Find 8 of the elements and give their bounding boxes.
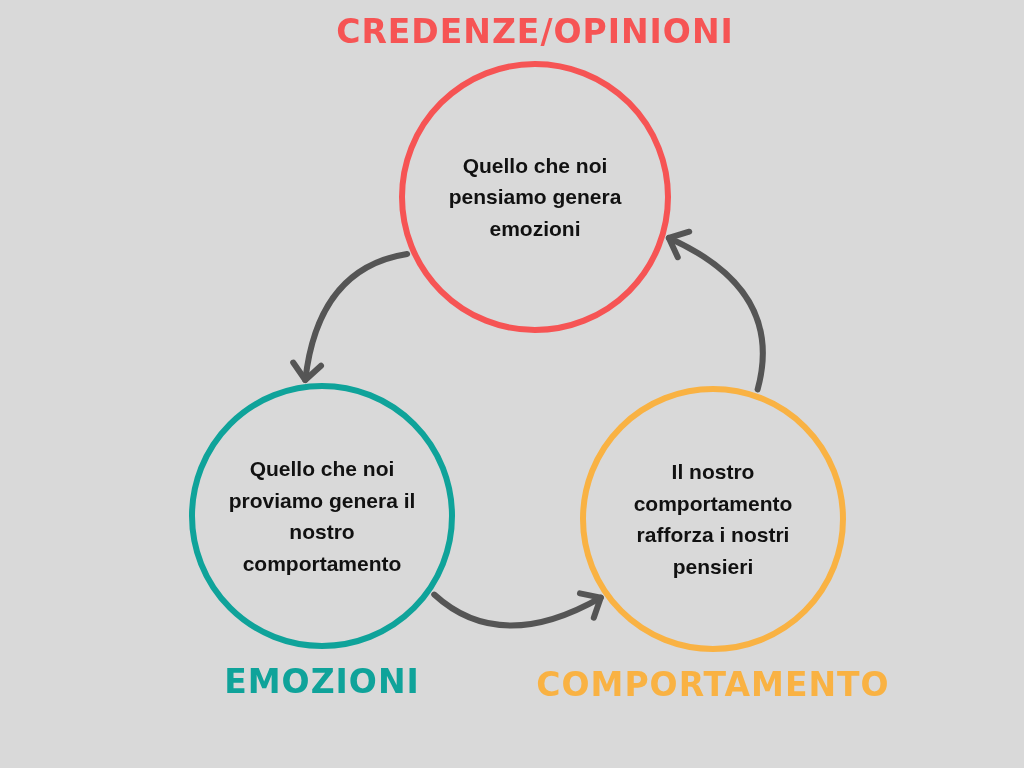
node-text: Quello che noi proviamo genera il nostro comportamento	[227, 456, 417, 577]
node-heading: COMPORTAMENTO	[535, 664, 891, 706]
curved-arrow	[665, 229, 766, 393]
curved-arrow	[290, 250, 411, 383]
node-text: Quello che noi pensiamo genera emozioni	[447, 152, 623, 242]
curved-arrow	[431, 589, 604, 629]
node-heading: CREDENZE/OPINIONI	[335, 11, 735, 53]
node-text: Il nostro comportamento rafforza i nostri pensieri	[632, 459, 794, 580]
